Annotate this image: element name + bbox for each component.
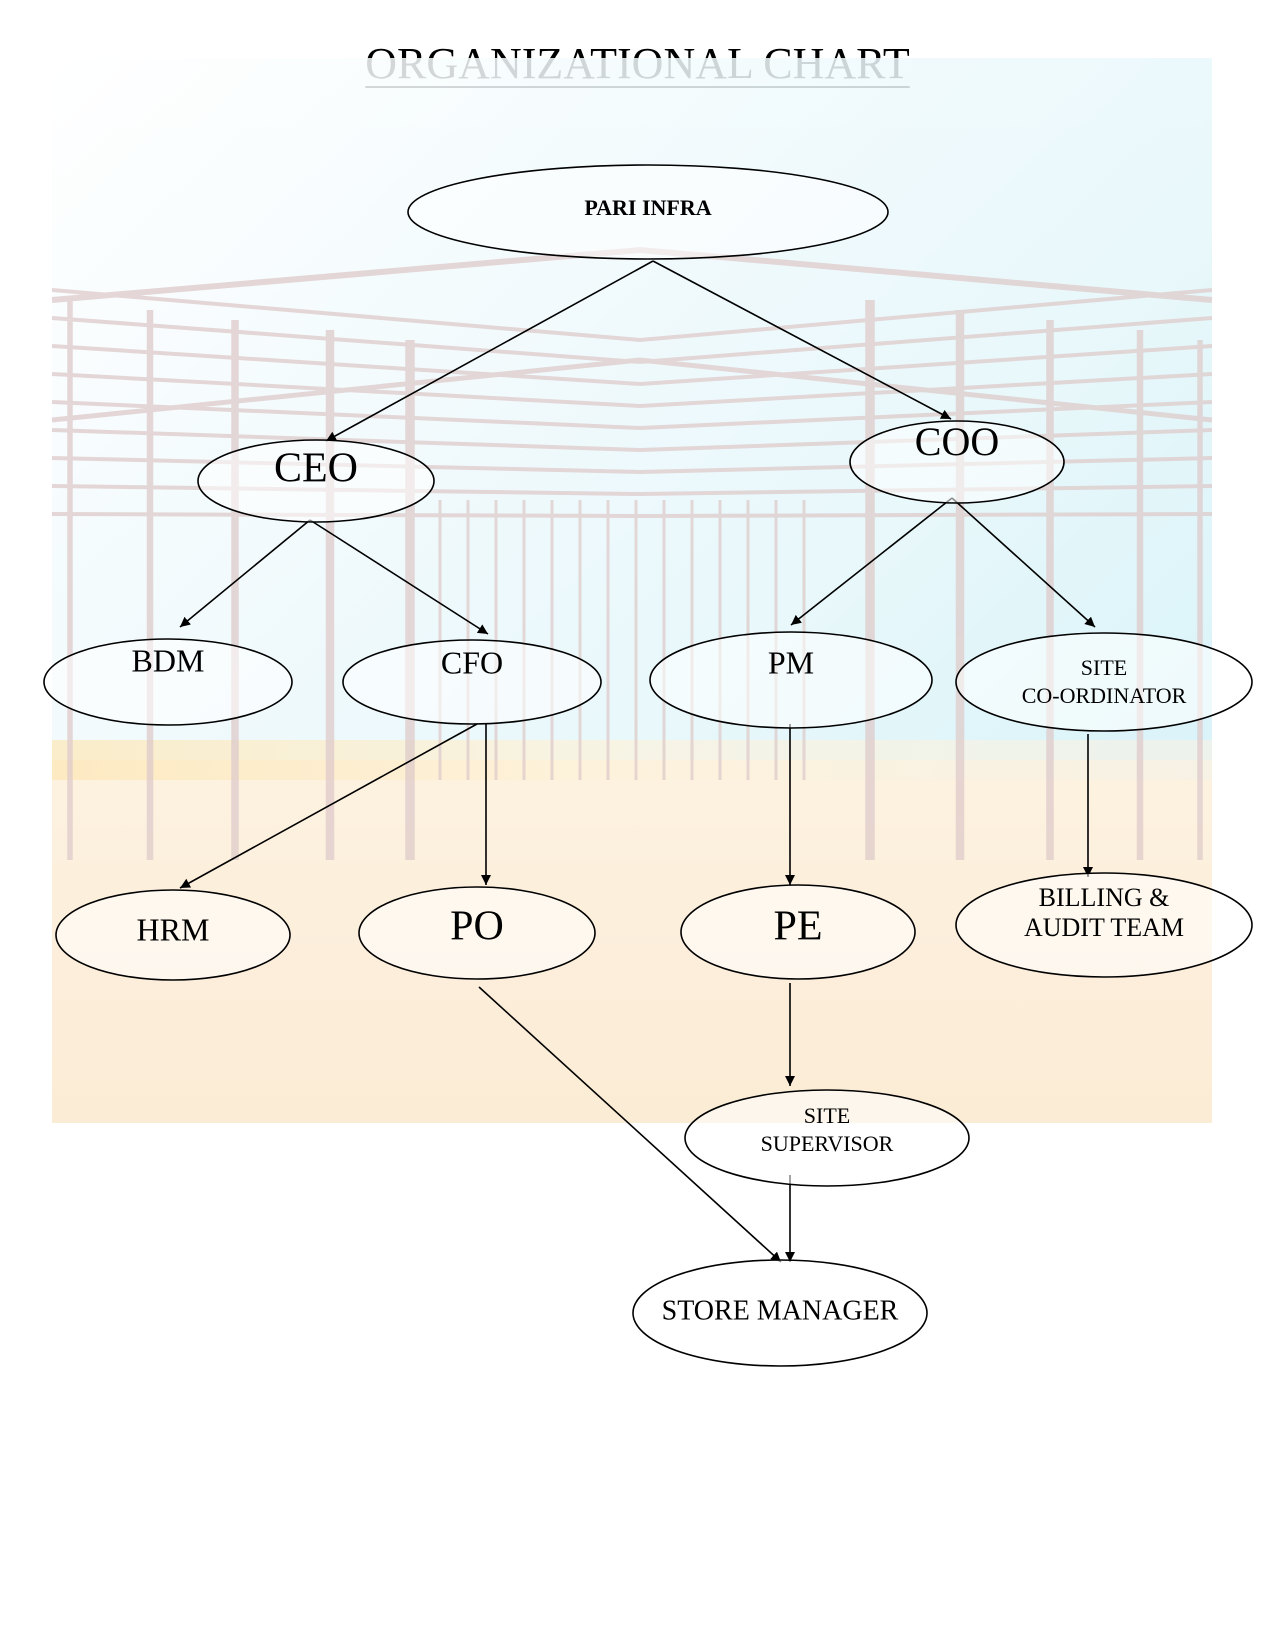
node-bdm-label: BDM bbox=[132, 642, 205, 678]
node-site-coordinator-shape bbox=[955, 632, 1253, 732]
node-billing-audit-label: BILLING & bbox=[1039, 883, 1170, 912]
node-pm: PM bbox=[649, 631, 933, 729]
connector-pari-infra-to-coo bbox=[652, 260, 952, 420]
node-po: PO bbox=[358, 886, 596, 980]
node-billing-audit-shape bbox=[955, 872, 1253, 978]
node-billing-audit: BILLING &AUDIT TEAM bbox=[955, 872, 1253, 978]
node-pm-shape bbox=[649, 631, 933, 729]
node-cfo-shape bbox=[342, 639, 602, 725]
node-site-coordinator: SITE CO-ORDINATOR bbox=[955, 632, 1253, 732]
node-cfo: CFO bbox=[342, 639, 602, 725]
node-coo-label: COO bbox=[915, 419, 999, 464]
connector-pari-infra-to-ceo bbox=[325, 260, 654, 442]
node-pari-infra-label: PARI INFRA bbox=[584, 195, 711, 220]
node-bdm: BDM bbox=[43, 638, 293, 726]
connector-ceo-to-bdm bbox=[179, 519, 311, 628]
connector-coo-to-site-coordinator bbox=[951, 497, 1096, 628]
node-site-coordinator-label: CO-ORDINATOR bbox=[1022, 683, 1187, 708]
node-cfo-label: CFO bbox=[441, 644, 503, 680]
node-ceo-shape bbox=[197, 439, 435, 523]
node-po-shape bbox=[358, 886, 596, 980]
connector-po-to-store-manager bbox=[478, 986, 782, 1263]
node-bdm-shape bbox=[43, 638, 293, 726]
node-store-manager-label: STORE MANAGER bbox=[662, 1295, 899, 1326]
node-billing-audit-label: AUDIT TEAM bbox=[1024, 913, 1184, 942]
node-po-label: PO bbox=[450, 904, 504, 950]
node-site-coordinator-label: SITE bbox=[1081, 655, 1127, 680]
node-site-supervisor: SITE SUPERVISOR bbox=[684, 1089, 970, 1187]
node-pe-label: PE bbox=[773, 904, 822, 950]
connector-lines bbox=[179, 260, 1096, 1263]
node-store-manager-shape bbox=[632, 1259, 928, 1367]
node-pm-label: PM bbox=[768, 644, 814, 680]
node-ceo-label: CEO bbox=[274, 446, 358, 492]
node-coo: COO bbox=[849, 419, 1065, 504]
node-pe: PE bbox=[680, 884, 916, 980]
node-coo-shape bbox=[849, 420, 1065, 504]
node-ceo: CEO bbox=[197, 439, 435, 523]
node-hrm-shape bbox=[55, 889, 291, 981]
node-pari-infra: PARI INFRA bbox=[407, 164, 889, 260]
chart-nodes: PARI INFRA CEO COO BDM CFO PM SITE CO-ORDINATOR… bbox=[43, 164, 1253, 1367]
node-hrm-label: HRM bbox=[137, 911, 210, 947]
node-hrm: HRM bbox=[55, 889, 291, 981]
node-pari-infra-shape bbox=[407, 164, 889, 260]
node-site-supervisor-shape bbox=[684, 1089, 970, 1187]
connector-coo-to-pm bbox=[790, 497, 953, 626]
node-pe-shape bbox=[680, 884, 916, 980]
connector-ceo-to-cfo bbox=[309, 519, 489, 635]
node-store-manager: STORE MANAGER bbox=[632, 1259, 928, 1367]
node-site-supervisor-label: SITE bbox=[804, 1103, 850, 1128]
node-site-supervisor-label: SUPERVISOR bbox=[761, 1131, 894, 1156]
connector-cfo-to-hrm bbox=[179, 723, 478, 889]
